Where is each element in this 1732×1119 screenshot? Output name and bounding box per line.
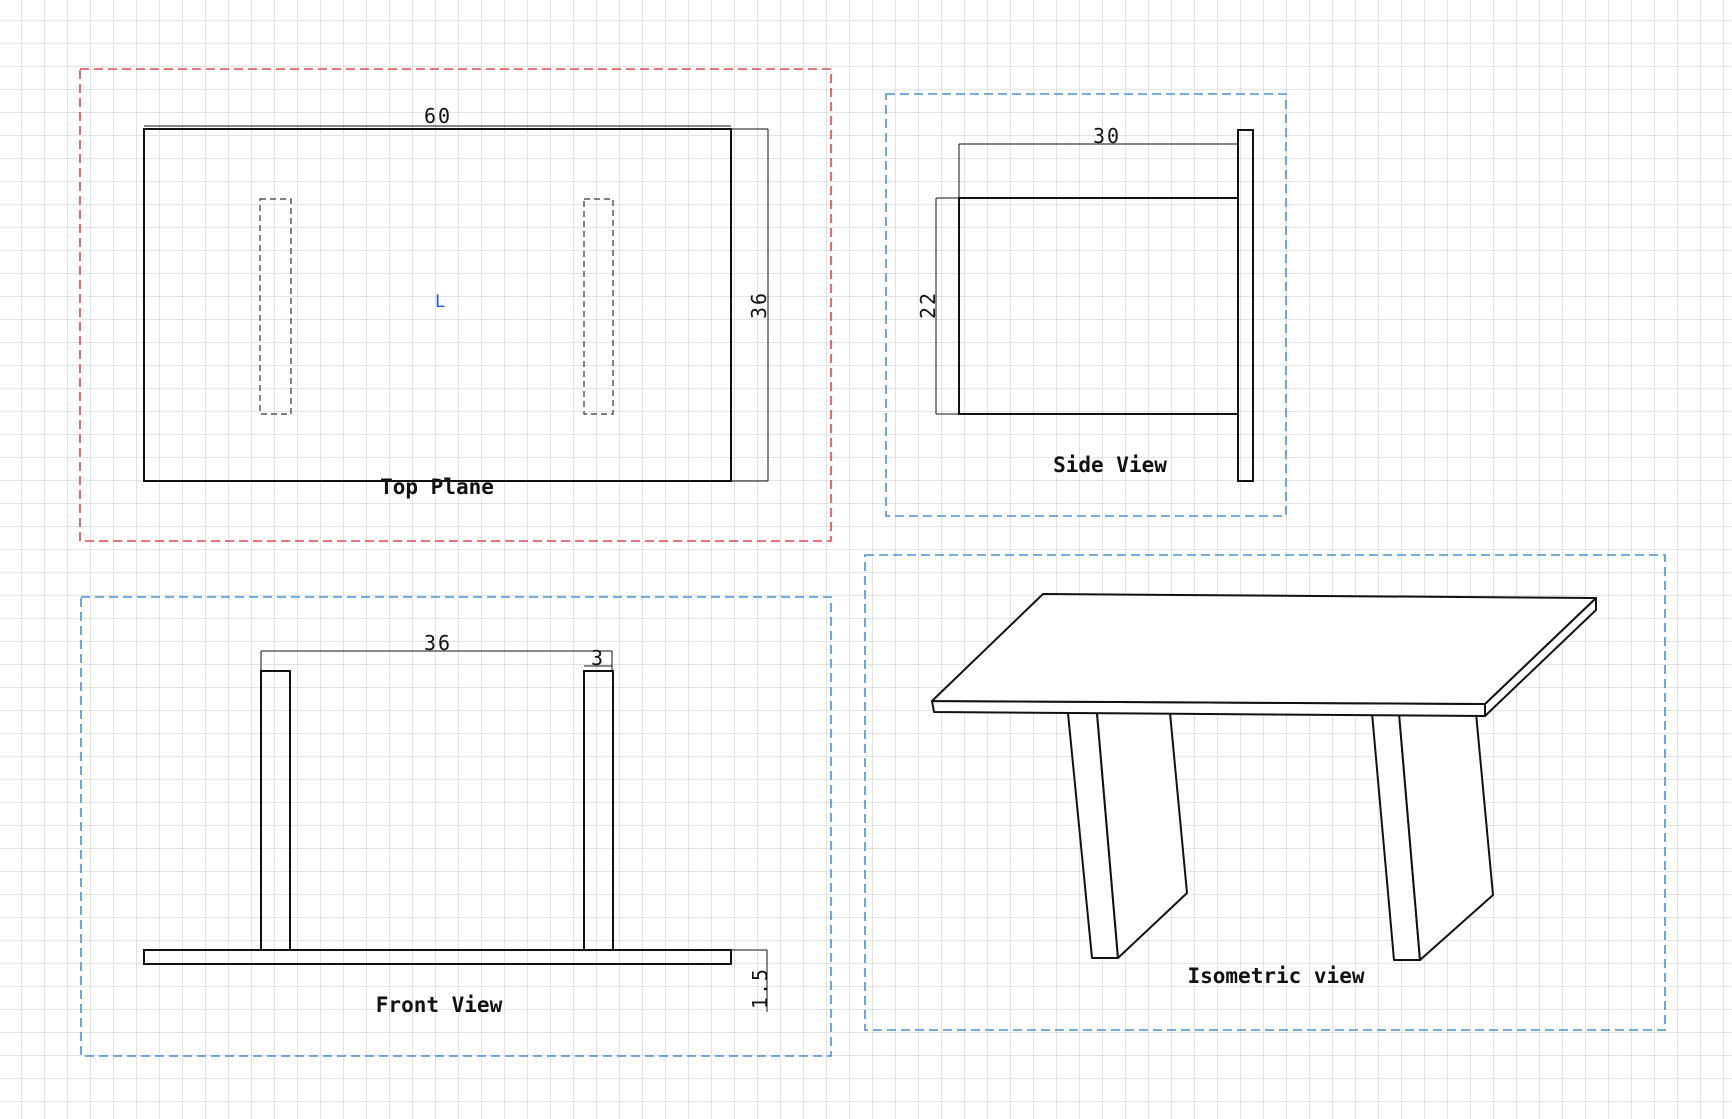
dimension-width-label: 36 [747,291,771,319]
dimension-length-label: 60 [424,104,452,128]
origin-marker: L [435,292,445,312]
dimension-span-label: 36 [424,631,452,655]
front-tabletop [143,949,732,965]
side-view-frame[interactable] [885,93,1287,517]
leg-hidden-outline-left [259,198,292,415]
isometric-view-frame[interactable] [864,554,1666,1031]
top-plane-caption: Top Plane [380,475,494,499]
side-view-caption: Side View [1053,453,1167,477]
iso-tabletop-top [931,593,1597,705]
isometric-view-caption: Isometric view [1187,964,1364,988]
front-view-frame[interactable] [80,596,832,1057]
front-view-caption: Front View [376,993,503,1017]
leg-hidden-outline-right [583,198,614,415]
top-plane-view[interactable]: 60 36 L Top Plane [79,68,832,542]
top-plane-frame[interactable] [79,68,832,542]
tabletop-outline[interactable] [143,128,732,482]
dimension-thickness-label: 1.5 [748,967,772,1009]
dimension-depth-label: 30 [1093,124,1121,148]
isometric-view[interactable]: Isometric view [864,554,1666,1031]
side-view[interactable]: 30 22 Side View [885,93,1287,517]
dimension-height-label: 22 [916,291,940,319]
side-tabletop-edge [1237,129,1254,482]
front-view[interactable]: 36 3 1.5 Front View [80,596,832,1057]
dimension-leg-label: 3 [591,646,605,670]
